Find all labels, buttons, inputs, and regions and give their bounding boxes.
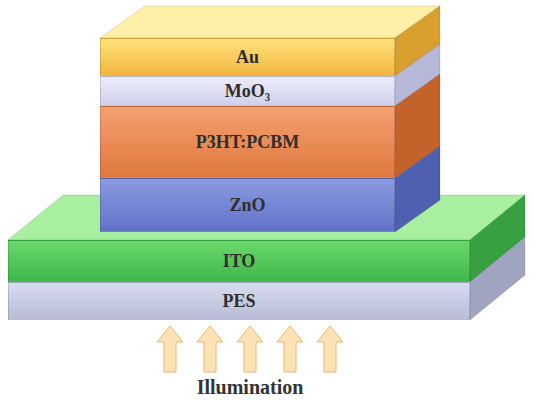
layer-name: PES — [222, 292, 255, 310]
layer-band: Au — [100, 38, 395, 76]
layer-face — [395, 146, 440, 232]
layer-face — [470, 237, 525, 320]
layer-name: Au — [236, 48, 259, 66]
light-arrow — [197, 326, 223, 372]
layer-band: ITO — [8, 240, 470, 282]
light-arrow — [157, 326, 183, 372]
illumination-label: Illumination — [197, 377, 304, 397]
layer-name: P3HT:PCBM — [196, 133, 300, 151]
layer-band: P3HT:PCBM — [100, 106, 395, 178]
layer-band: ZnO — [100, 178, 395, 232]
layer-name: ITO — [223, 252, 256, 270]
layer-name: MoO₃ — [225, 82, 270, 100]
layer-band: PES — [8, 282, 470, 320]
layer-name: ZnO — [229, 196, 265, 214]
light-arrow — [277, 326, 303, 372]
layer-band: MoO₃ — [100, 76, 395, 106]
layer-face — [100, 6, 440, 38]
light-arrow — [317, 326, 343, 372]
light-arrow — [237, 326, 263, 372]
